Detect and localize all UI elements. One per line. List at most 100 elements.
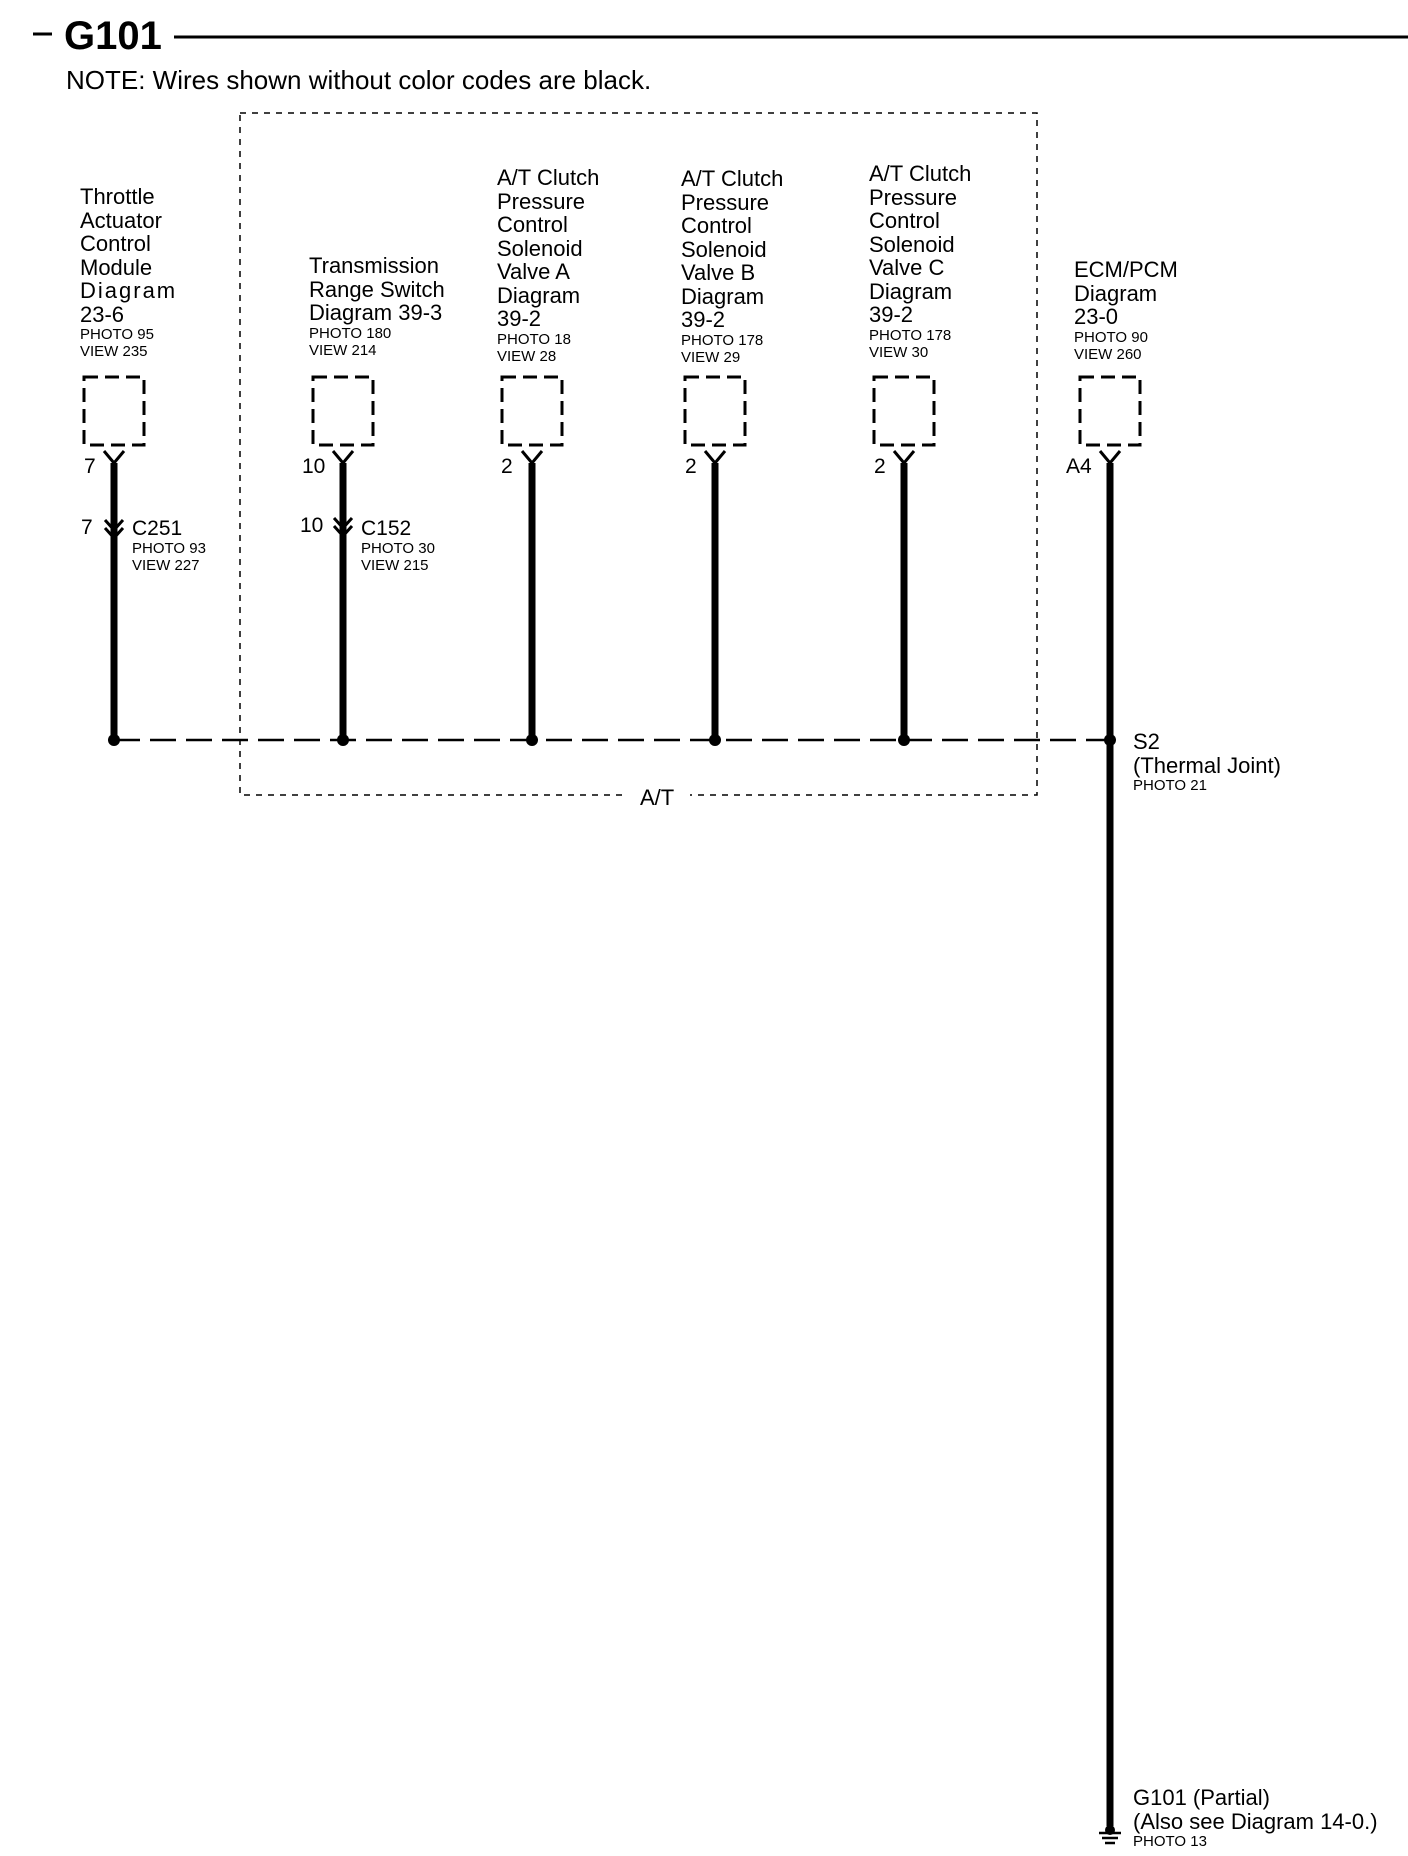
pin-symbol-throttle [102,450,126,466]
component-label-line: Diagram [80,278,178,303]
component-label-line: 23-0 [1074,304,1119,329]
bus-node-valve-a [526,734,538,746]
view-ref: VIEW 30 [869,343,929,361]
photo-ref: PHOTO 21 [1133,777,1207,794]
ground-description: (Also see Diagram 14-0.) [1133,1808,1378,1834]
pin-number-throttle: 7 [84,455,96,478]
pin-symbol-ecm [1098,450,1122,466]
component-label-line: Diagram [869,278,953,304]
component-solenoid-valve-b: A/T Clutch Pressure Control Solenoid Val… [681,167,783,366]
pin-symbol-range-switch [331,450,355,466]
connector-box-throttle [82,375,146,447]
component-label-line: Pressure [497,188,586,214]
photo-ref: PHOTO 90 [1074,328,1148,346]
component-label-line: 39-2 [869,302,914,327]
view-ref: VIEW 214 [309,341,377,359]
component-label-line: A/T Clutch [869,161,972,186]
component-ecm-pcm: ECM/PCM Diagram 23-0 PHOTO 90 VIEW 260 [1074,258,1178,363]
pin-symbol-valve-b [703,450,727,466]
component-label-line: Valve C [869,255,945,280]
component-label-line: Diagram [681,283,765,309]
component-transmission-range-switch: Transmission Range Switch Diagram 39-3 P… [309,254,445,359]
component-label-line: Control [869,208,940,233]
component-label-line: 39-2 [497,306,542,331]
ground-symbol [1099,1825,1121,1845]
photo-ref: PHOTO 178 [681,331,764,349]
connector-box-valve-c [872,375,936,447]
note-text: NOTE: Wires shown without color codes ar… [66,65,652,95]
splice-name: S2 [1133,729,1160,754]
photo-ref: PHOTO 13 [1133,1833,1207,1850]
view-ref: VIEW 235 [80,343,148,360]
component-label-line: Module [80,254,153,280]
component-label-line: A/T Clutch [681,166,784,191]
component-label-line: Valve A [497,259,570,284]
diagram-title: G101 [64,14,162,58]
connector-box-valve-b [683,375,747,447]
component-solenoid-valve-c: A/T Clutch Pressure Control Solenoid Val… [869,162,971,361]
connector-label-c251: C251 PHOTO 93 VIEW 227 [132,517,206,575]
connector-label-c152: C152 PHOTO 30 VIEW 215 [361,517,435,575]
ground-name: G101 (Partial) [1133,1785,1270,1810]
connector-box-ecm [1078,375,1142,447]
component-label-line: Control [497,212,568,237]
component-solenoid-valve-a: A/T Clutch Pressure Control Solenoid Val… [497,166,599,365]
bus-node-valve-c [898,734,910,746]
view-ref: VIEW 29 [681,348,741,366]
component-label-line: Solenoid [869,231,955,257]
connector-name: C251 [132,517,183,540]
component-label-line: Control [80,231,151,256]
component-label-line: Valve B [681,260,756,285]
bus-node-valve-b [709,734,721,746]
component-label-line: A/T Clutch [497,165,600,190]
component-label-line: Pressure [681,189,770,215]
component-label-line: Throttle [80,184,155,209]
photo-ref: PHOTO 30 [361,540,435,557]
at-group-box [239,112,1038,796]
inline-connector-c251 [103,518,125,541]
view-ref: VIEW 215 [361,557,429,574]
pin-number-valve-b: 2 [685,455,697,478]
pin-number-range-switch: 10 [302,455,326,478]
photo-ref: PHOTO 93 [132,540,206,557]
bus-node-range-switch [337,734,349,746]
photo-ref: PHOTO 18 [497,330,571,348]
component-label-line: ECM/PCM [1074,257,1178,282]
pin-number-valve-a: 2 [501,455,513,478]
inline-connector-c152 [332,516,354,539]
component-label-line: Diagram [497,282,581,308]
view-ref: VIEW 28 [497,347,557,365]
connector-name: C152 [361,517,412,540]
connector-pin-c251: 7 [81,516,93,539]
group-label-at: A/T [636,786,679,810]
component-label-line: Transmission [309,253,439,278]
component-label-line: Pressure [869,184,958,210]
photo-ref: PHOTO 95 [80,326,154,343]
component-label-line: Range Switch [309,276,445,302]
component-label-line: Solenoid [681,236,767,262]
component-label-line: 23-6 [80,301,125,327]
splice-label-s2: S2 (Thermal Joint) PHOTO 21 [1133,730,1281,794]
pin-number-valve-c: 2 [874,455,886,478]
splice-node-s2 [1104,734,1116,746]
component-throttle-actuator: Throttle Actuator Control Module Diagram… [80,185,177,360]
component-label-line: Solenoid [497,235,583,261]
component-label-line: Diagram 39-3 [309,300,443,325]
component-label-line: Control [681,213,752,238]
ground-label-g101: G101 (Partial) (Also see Diagram 14-0.) … [1133,1786,1378,1850]
component-label-line: Actuator [80,207,162,233]
pin-symbol-valve-c [892,450,916,466]
connector-box-range-switch [311,375,375,447]
pin-number-ecm: A4 [1066,455,1092,478]
photo-ref: PHOTO 178 [869,326,952,344]
bus-node-throttle [108,734,120,746]
connector-box-valve-a [500,375,564,447]
component-label-line: 39-2 [681,307,726,332]
pin-symbol-valve-a [520,450,544,466]
view-ref: VIEW 227 [132,557,200,574]
photo-ref: PHOTO 180 [309,324,392,342]
component-label-line: Diagram [1074,280,1158,306]
view-ref: VIEW 260 [1074,345,1142,363]
